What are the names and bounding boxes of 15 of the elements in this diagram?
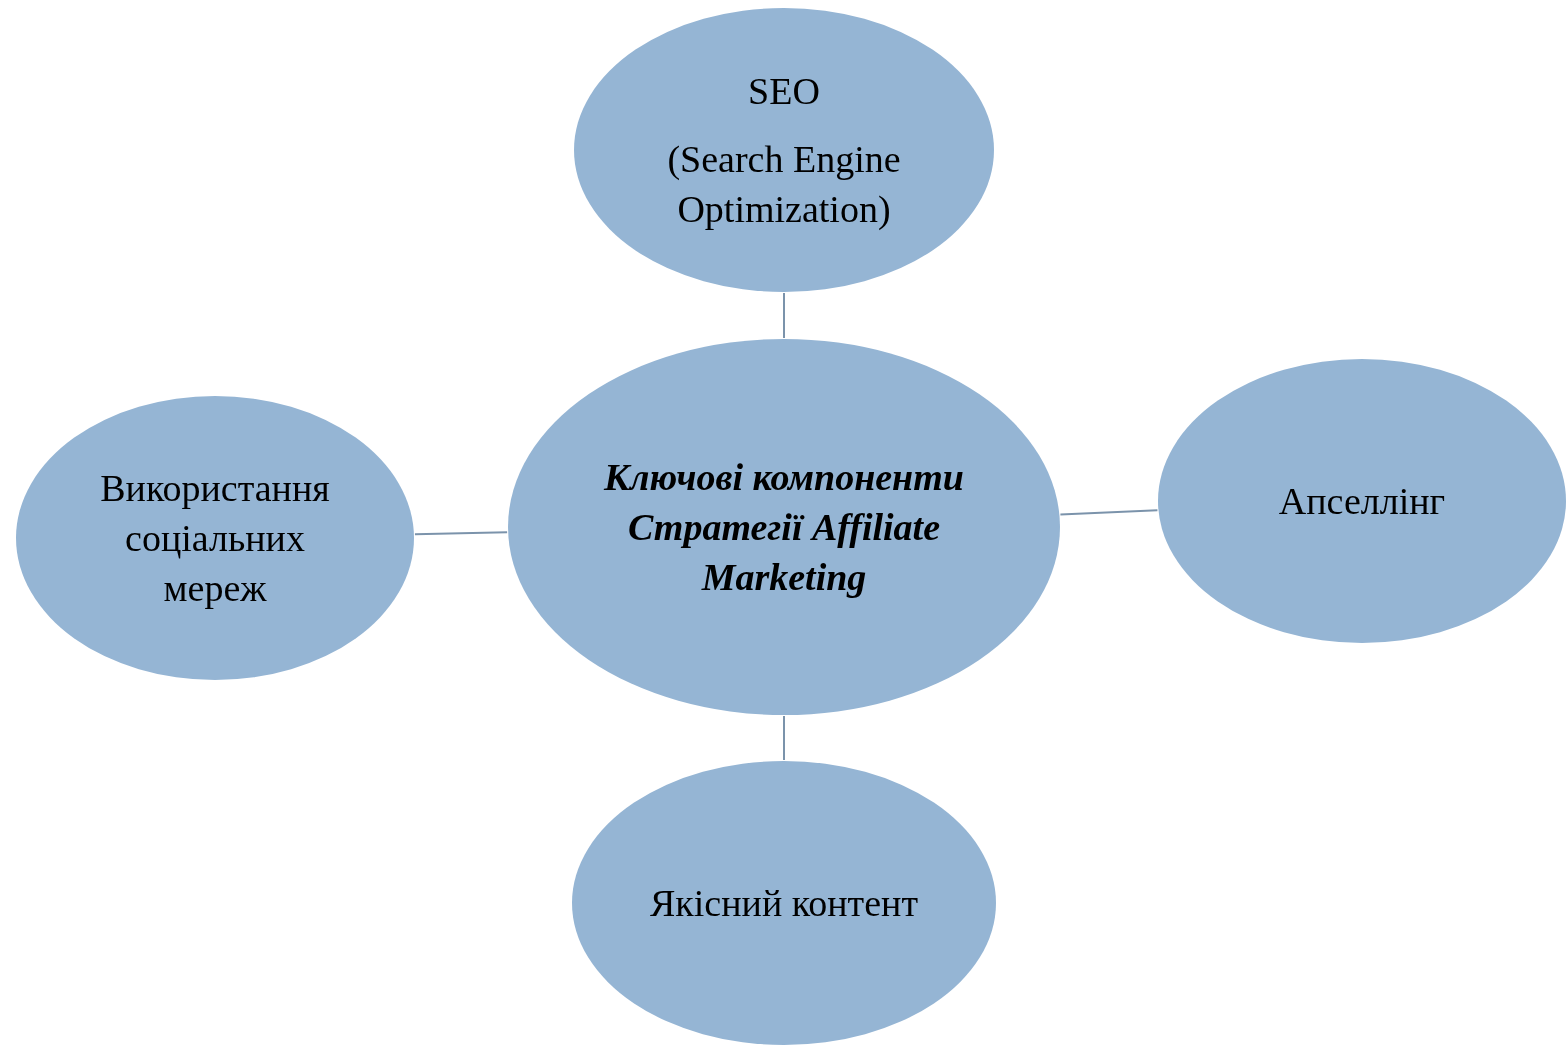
ellipse-node [1157, 358, 1567, 644]
connector-line [413, 531, 509, 536]
node-text: Апселлінг [1278, 479, 1446, 524]
ellipse-node [507, 338, 1061, 716]
ellipse-node [573, 7, 995, 293]
connector-line [783, 292, 785, 339]
connector-line [783, 715, 785, 761]
connector-line [1059, 509, 1159, 516]
node-text: Якісний контент [650, 881, 918, 926]
ellipse-node [571, 760, 997, 1046]
central-topic-text: Ключові компоненти Стратегії Affiliate Marketing [602, 455, 965, 600]
ellipse-node [15, 395, 415, 681]
node-text: Використання соціальних мереж [99, 466, 331, 611]
node-text: SEO [748, 69, 820, 114]
node-text: (Search Engine Optimization) [666, 137, 902, 232]
